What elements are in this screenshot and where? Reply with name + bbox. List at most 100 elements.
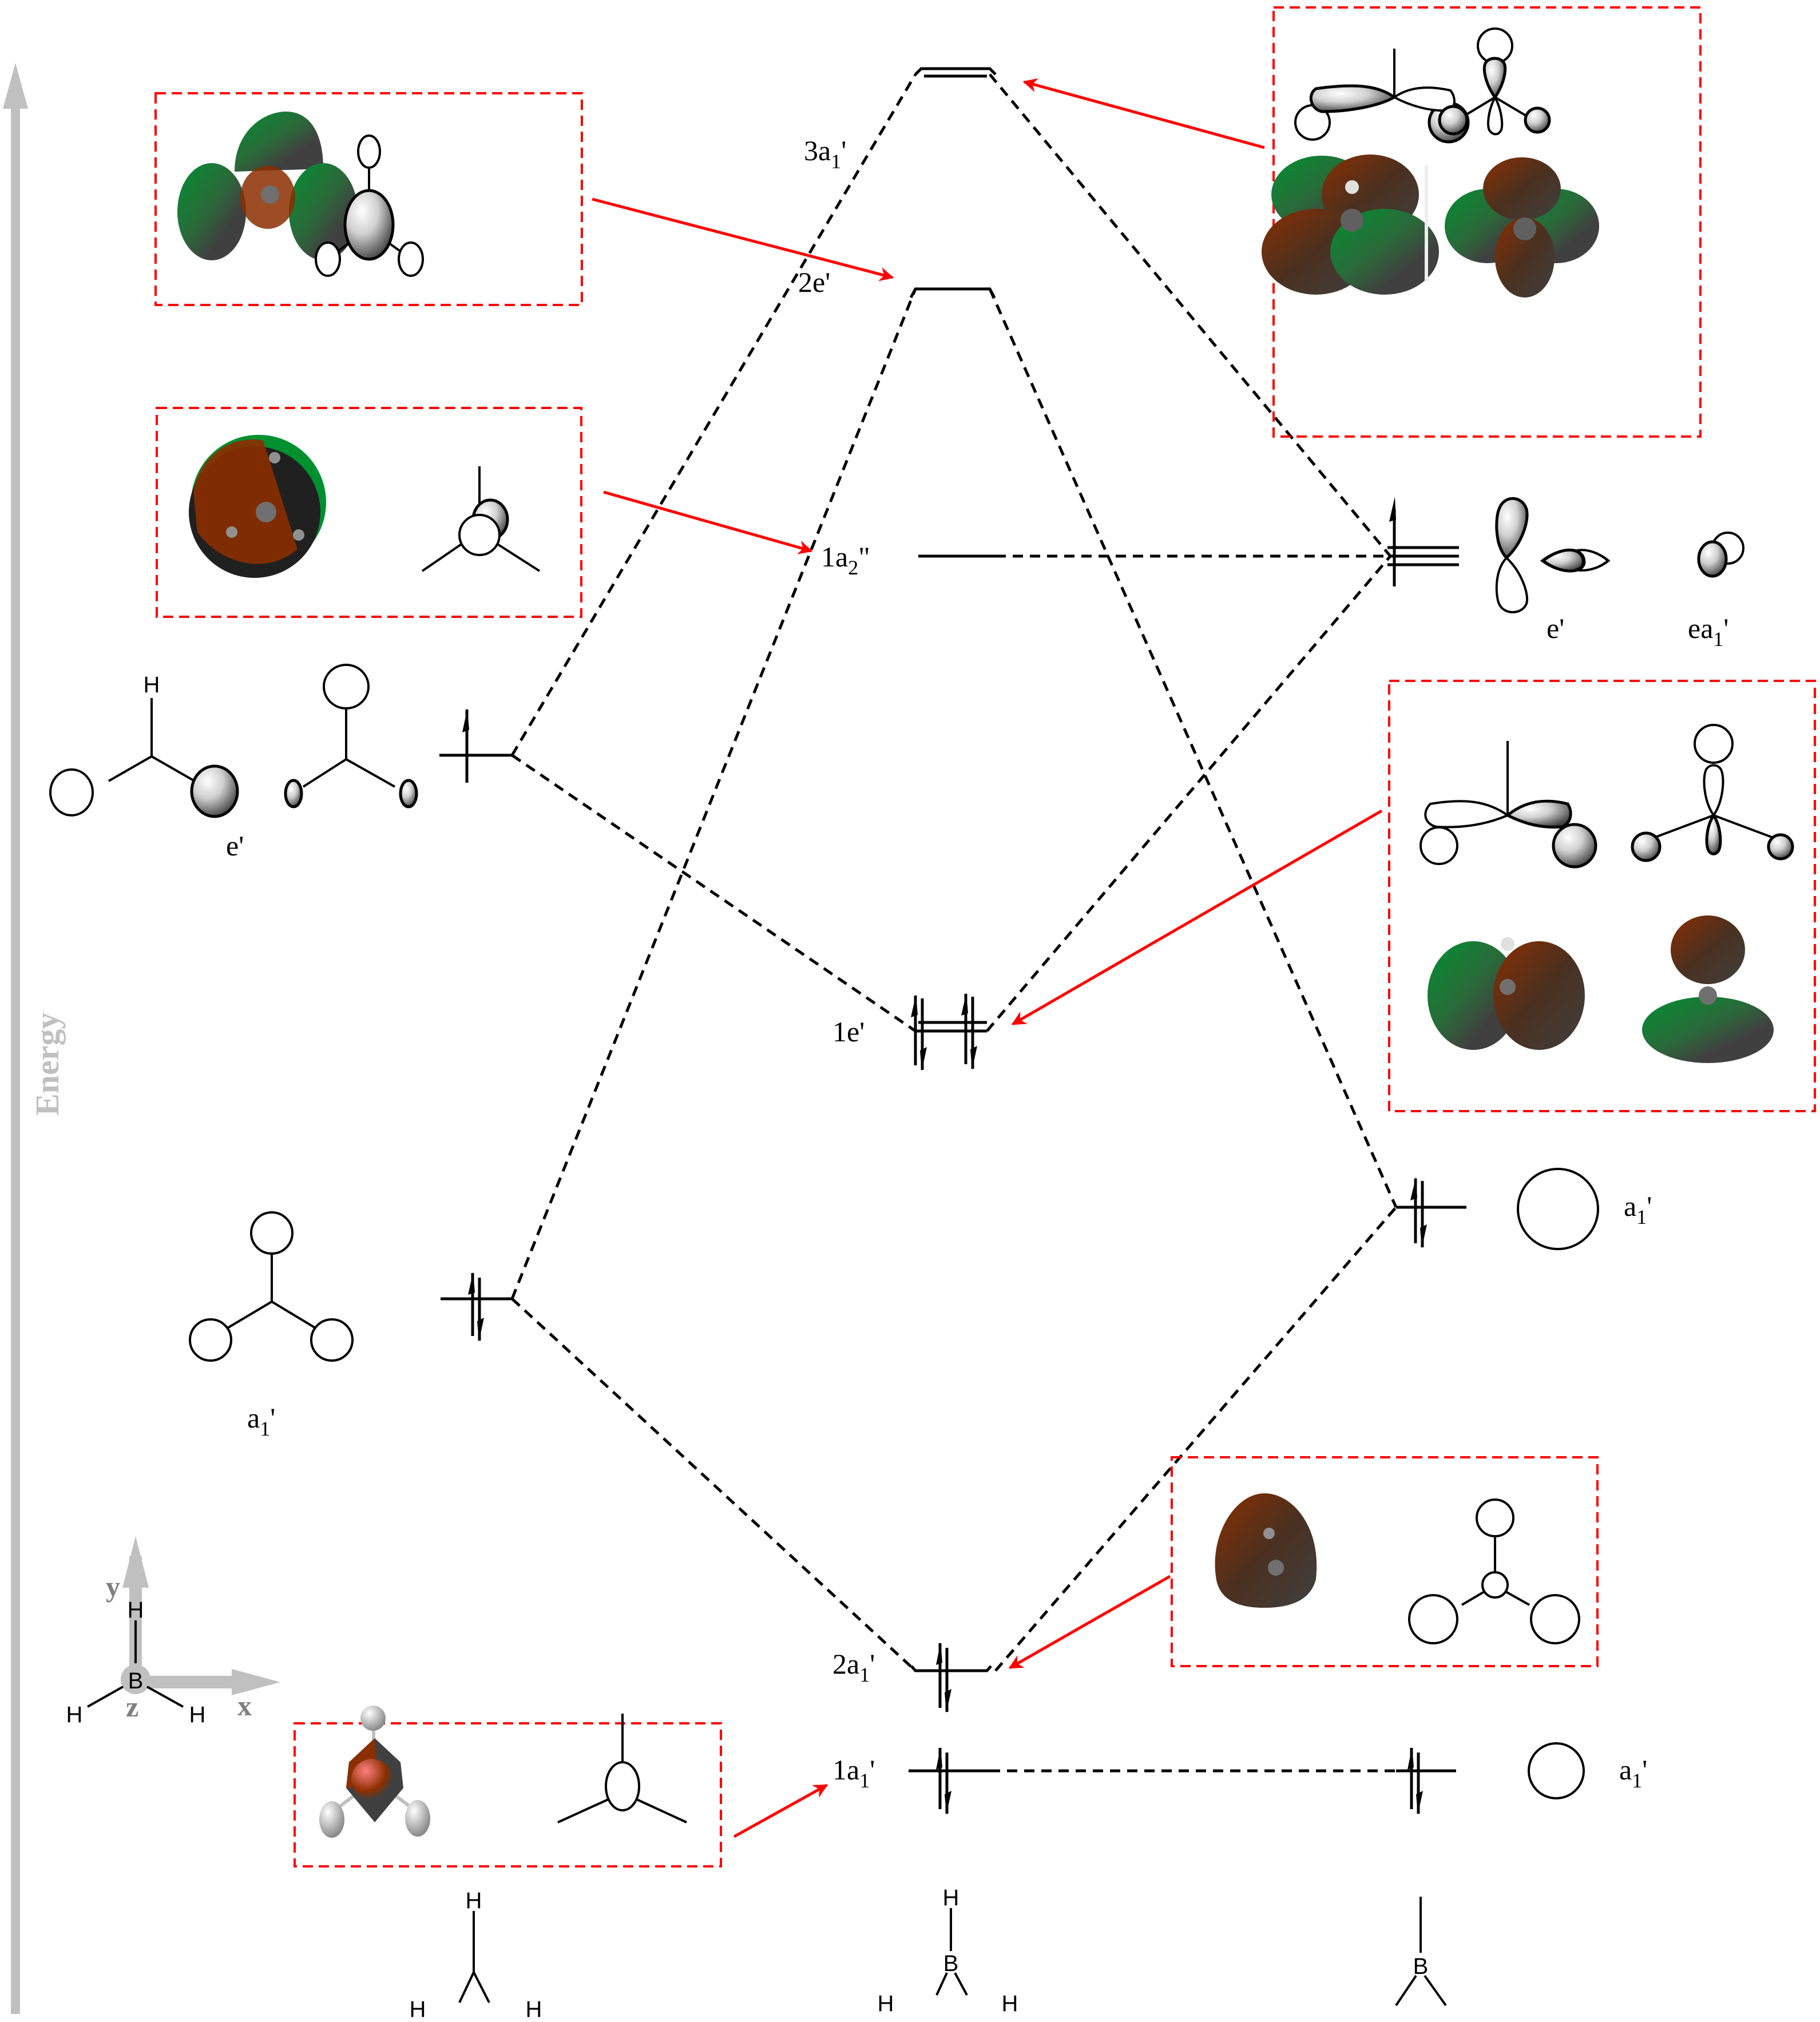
- mo-rendering: [319, 1706, 430, 1838]
- spin-down-arrowhead-icon: [1416, 1791, 1423, 1815]
- bond-line: [1713, 814, 1783, 842]
- bond-line: [954, 1972, 968, 1996]
- boron-atom: [1513, 217, 1536, 240]
- level-1a1[interactable]: 1a1': [832, 1747, 990, 1815]
- hydrogen-label: H: [1002, 1991, 1018, 2016]
- boron-label: B: [943, 1951, 959, 1976]
- right-level-p[interactable]: [1387, 497, 1459, 586]
- mo-lobe-positive: [1215, 1493, 1317, 1608]
- orbital-sketch: [1294, 27, 1551, 144]
- hydrogen-atom: [405, 1800, 430, 1837]
- energy-axis-arrowhead-icon: [3, 63, 28, 109]
- h-orbital-shaded: [1767, 833, 1794, 861]
- y-axis-arrowhead-icon: [122, 1536, 149, 1588]
- right-level-s[interactable]: a1': [1396, 1168, 1652, 1250]
- highlight-box: [1171, 1456, 1599, 1667]
- p-orbital-lobe-open: [1703, 764, 1724, 818]
- mo-box-1a1[interactable]: [294, 1706, 828, 1868]
- level-label-1a1: 1a1': [832, 1754, 875, 1792]
- mo-box-2e[interactable]: [154, 92, 894, 306]
- right-e-prime-label: e': [1547, 612, 1564, 644]
- boron-atom: [351, 1759, 392, 1800]
- electron-pair: [911, 994, 927, 1071]
- hydrogen-label: H: [943, 1885, 959, 1910]
- spin-up-arrowhead-icon: [462, 708, 469, 732]
- hydrogen-atom: [226, 526, 237, 538]
- bond-line: [473, 1972, 490, 2003]
- mo-box-3a1[interactable]: [1022, 6, 1702, 438]
- orbital-sketch-a1-prime: a1': [189, 1211, 354, 1440]
- y-axis-label: y: [106, 1571, 120, 1603]
- energy-level-line: [914, 67, 997, 76]
- left-fragment-h3: H e' a1': [49, 664, 512, 1440]
- spin-up-arrowhead-icon: [936, 1642, 942, 1665]
- hydrogen-atom: [1501, 937, 1514, 951]
- highlight-box: [156, 407, 582, 618]
- boron-atom: [1699, 986, 1717, 1005]
- level-1a2[interactable]: 1a2": [821, 541, 996, 579]
- right-level-1s[interactable]: a1': [1396, 1742, 1647, 1815]
- mo-rendering-left: [1428, 937, 1585, 1050]
- left-level-e[interactable]: [439, 708, 512, 783]
- h-orbital-open: [1530, 1594, 1580, 1644]
- mo-box-1e[interactable]: [1011, 680, 1816, 1112]
- level-label-1e: 1e': [832, 1016, 865, 1048]
- mo-rendering-left: [1262, 154, 1439, 295]
- level-1e[interactable]: 1e': [832, 993, 987, 1071]
- level-2e[interactable]: 2e': [798, 266, 996, 299]
- spin-up-arrowhead-icon: [1410, 1176, 1417, 1200]
- right-a1-prime-label: a1': [1619, 1754, 1647, 1792]
- pointer-arrow-icon: [1022, 78, 1265, 149]
- p-orbital-lobe-shaded: [1540, 548, 1586, 573]
- coordinate-system: B H H H y z x: [66, 1536, 280, 1727]
- mo-lobe-negative: [235, 112, 323, 172]
- spin-up-arrowhead-icon: [468, 1272, 475, 1295]
- bond-line: [1424, 1975, 1447, 2007]
- orbital-sketch: [315, 134, 424, 277]
- p-orbital-lobe-open: [1392, 86, 1456, 112]
- h-orbital-shaded: [284, 779, 303, 808]
- p-orbital-lobe-open: [1424, 800, 1510, 828]
- correlation-line: [988, 288, 1398, 1208]
- left-level-a1[interactable]: [441, 1272, 512, 1342]
- h-orbital-open: [1419, 826, 1458, 865]
- s-orbital-open: [1528, 1742, 1585, 1799]
- mo-box-1a2[interactable]: [156, 407, 813, 618]
- bond-line: [935, 1972, 948, 1996]
- h-orbital-open: [189, 1318, 232, 1362]
- spin-down-arrowhead-icon: [920, 1047, 927, 1071]
- hydrogen-label: H: [878, 1991, 894, 2016]
- spin-up-arrowhead-icon: [1389, 497, 1396, 522]
- x-axis-label: x: [237, 1690, 252, 1722]
- boron-atom: [261, 185, 279, 204]
- spin-down-arrowhead-icon: [1420, 1224, 1427, 1248]
- p-orbital-lobe-shaded: [1705, 812, 1722, 855]
- b-orbital-open: [1481, 1571, 1509, 1599]
- hydrogen-label: H: [66, 1702, 83, 1727]
- left-a1-prime-label: a1': [247, 1402, 275, 1440]
- p-orbital-lobe-open: [1495, 556, 1528, 613]
- bond-line: [557, 1798, 609, 1823]
- p-orbital-lobe-shaded: [1505, 799, 1572, 829]
- x-axis-arrowhead-icon: [232, 1669, 280, 1695]
- b-orbital-shaded: [343, 189, 395, 261]
- level-3a1[interactable]: 3a1': [804, 67, 997, 173]
- orbital-sketch-e-prime: H e': [49, 664, 418, 862]
- highlight-box: [1388, 680, 1816, 1112]
- boron-atom: [1268, 1560, 1284, 1576]
- boron-atom: [1500, 979, 1516, 995]
- hydrogen-label: H: [144, 672, 160, 697]
- level-2a1[interactable]: 2a1': [832, 1642, 992, 1713]
- right-ea1-label: ea1': [1688, 612, 1728, 651]
- bond-line: [87, 1686, 124, 1708]
- bond-line: [421, 542, 463, 572]
- mo-box-2a1[interactable]: [1008, 1456, 1599, 1670]
- h-orbital-shaded: [1631, 831, 1662, 862]
- level-label-2a1: 2a1': [832, 1648, 875, 1686]
- highlight-box: [154, 92, 583, 306]
- spin-up-arrowhead-icon: [1407, 1747, 1414, 1770]
- z-axis-label: z: [126, 1691, 138, 1723]
- structure-h3: H H H: [410, 1888, 542, 2022]
- h-orbital-shaded: [1438, 105, 1469, 136]
